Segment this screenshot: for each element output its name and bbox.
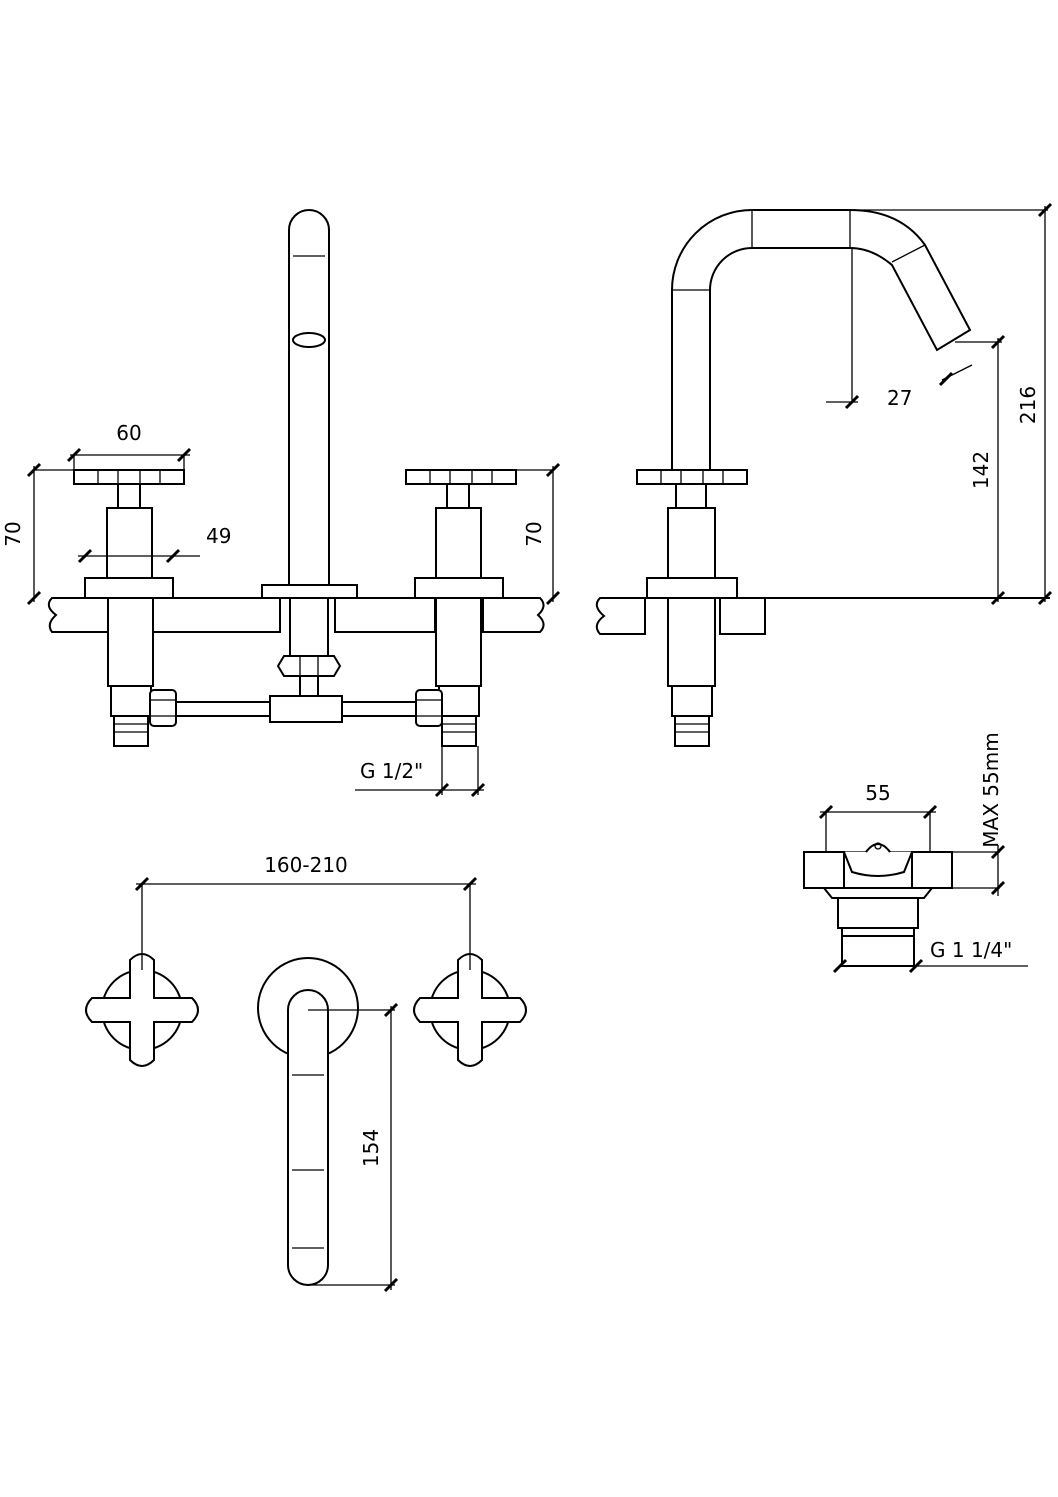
dim-spout-outlet-height: 142: [955, 334, 1006, 606]
front-elevation-view: 60 49 70 70 G 1/2": [1, 209, 561, 798]
right-connector: [441, 715, 477, 747]
dim-flange-width-label: 49: [206, 524, 231, 548]
dim-handle-height-left: 70: [1, 462, 74, 606]
spout-aerator: [292, 332, 326, 348]
dim-total-height-label: 216: [1016, 386, 1040, 424]
spout-flange: [261, 584, 358, 599]
right-pipe-nut: [415, 689, 443, 727]
dim-max-thickness-label: MAX 55mm: [979, 732, 1003, 847]
dim-spout-reach: 27: [826, 248, 973, 410]
left-connector: [113, 715, 149, 747]
dim-handle-width: 60: [66, 421, 192, 470]
connecting-pipe: [149, 689, 443, 727]
dim-drain-thread-label: G 1 1/4": [930, 938, 1012, 962]
dim-handle-height-right: 70: [516, 462, 561, 606]
dim-connection-thread: G 1/2": [355, 746, 486, 798]
dim-total-height: 216: [752, 202, 1053, 606]
right-handle-disc: [405, 469, 517, 485]
dim-spout-outlet-height-label: 142: [969, 451, 993, 489]
side-elevation-view: 27 142 216: [595, 202, 1053, 747]
dim-drain-width: 55: [818, 781, 938, 852]
side-handle-disc: [636, 469, 748, 485]
front-spout: [261, 209, 358, 697]
drain-thread: [841, 935, 915, 967]
left-pipe-nut: [149, 689, 177, 727]
dim-spout-reach-label: 27: [887, 386, 912, 410]
plan-view: 160-210 154: [85, 853, 527, 1293]
dim-spout-length: 154: [308, 1002, 399, 1293]
left-flange: [84, 577, 174, 599]
drain-detail: 55 MAX 55mm G 1 1/4": [803, 732, 1028, 974]
side-connector: [674, 715, 710, 747]
left-handle-disc: [73, 469, 185, 485]
drain-flange-lower: [821, 887, 935, 899]
dim-max-thickness: MAX 55mm: [979, 732, 1006, 896]
dim-handle-height-left-label: 70: [1, 521, 25, 546]
right-flange: [414, 577, 504, 599]
dim-drain-thread: G 1 1/4": [832, 938, 1028, 974]
dim-handle-width-label: 60: [116, 421, 141, 445]
dim-flange-width: 49: [77, 524, 231, 564]
right-valve: [405, 469, 517, 747]
dim-connection-thread-label: G 1/2": [360, 759, 423, 783]
drain-body: [837, 897, 919, 929]
left-cross-handle: [85, 953, 199, 1067]
spout-nut: [276, 655, 342, 677]
dim-spout-length-label: 154: [359, 1129, 383, 1167]
plan-spout: [257, 957, 359, 1286]
dim-drain-width-label: 55: [865, 781, 890, 805]
dim-handle-spacing-label: 160-210: [264, 853, 348, 877]
left-valve: [73, 469, 185, 747]
dim-handle-spacing: 160-210: [134, 853, 478, 970]
side-spout: [671, 209, 972, 470]
dim-handle-height-right-label: 70: [522, 521, 546, 546]
drain-bowl: [843, 851, 913, 877]
right-cross-handle: [413, 953, 527, 1067]
side-flange: [646, 577, 738, 599]
